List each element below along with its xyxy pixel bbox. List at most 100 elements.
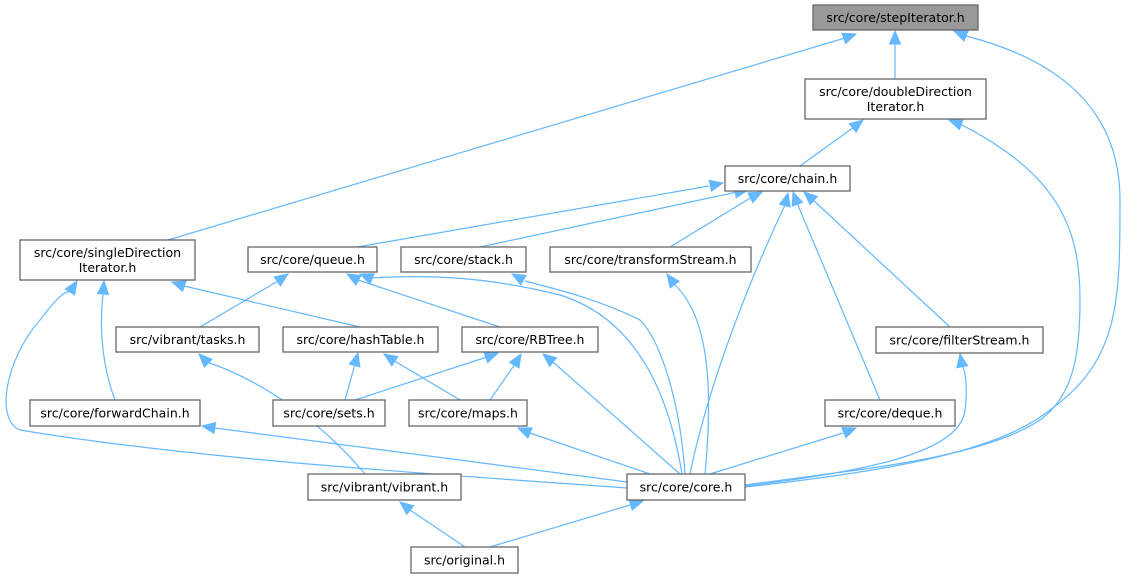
arrowhead-icon [841,32,858,45]
node-box[interactable] [115,326,260,353]
edge-chain-to-doubleDirectionIterator [799,119,865,167]
node-label: src/core/doubleDirection [819,84,972,99]
node-box[interactable] [400,246,527,273]
arrowhead-icon [358,273,375,285]
edge-line [100,293,116,401]
edge-line [799,126,855,167]
edge-sets-to-RBTree [354,351,500,401]
edge-core-to-maps [516,427,651,475]
node-core[interactable]: src/core/core.h [626,473,746,501]
node-label: src/core/sets.h [283,406,374,421]
node-label: Iterator.h [867,99,925,114]
edge-line [529,432,651,475]
edge-tasks-to-queue [199,273,290,328]
edge-line [392,359,461,401]
edge-core-to-stack [510,273,686,475]
node-label: src/core/chain.h [738,171,838,186]
node-maps[interactable]: src/core/maps.h [408,399,528,427]
edge-line [674,284,710,475]
edge-singleDirectionIterator-to-stepIterator [167,32,858,241]
node-stack[interactable]: src/core/stack.h [400,246,527,273]
node-forwardChain[interactable]: src/core/forwardChain.h [29,399,201,427]
edge-core-to-doubleDirectionIterator [744,118,1081,486]
node-box[interactable] [307,473,462,501]
node-label: Iterator.h [79,260,137,275]
node-queue[interactable]: src/core/queue.h [247,246,378,273]
edge-hashTable-to-singleDirectionIterator [170,280,361,328]
edge-line [5,291,628,489]
edge-maps-to-RBTree [489,352,522,401]
arrowhead-icon [510,273,527,286]
edge-core-to-filterStream [744,352,969,487]
node-RBTree[interactable]: src/core/RBTree.h [461,326,599,353]
arrowhead-icon [848,119,865,134]
node-transformStream[interactable]: src/core/transformStream.h [549,246,752,273]
arrowhead-icon [778,191,791,208]
node-label: src/vibrant/vibrant.h [321,480,448,495]
arrowhead-icon [888,29,902,45]
edge-forwardChain-to-singleDirectionIterator [96,279,116,401]
arrowhead-icon [791,190,804,207]
node-sets[interactable]: src/core/sets.h [272,399,386,427]
node-filterStream[interactable]: src/core/filterStream.h [875,326,1044,354]
node-box[interactable] [247,246,378,273]
arrowhead-icon [273,273,290,287]
node-box[interactable] [724,165,851,192]
edge-core-to-stepIterator [744,30,1121,488]
node-box[interactable] [549,246,752,273]
node-box[interactable] [804,78,987,120]
arrowhead-icon [956,352,969,369]
edge-sets-to-hashTable [344,351,361,401]
node-box[interactable] [461,326,599,353]
edge-filterStream-to-chain [803,191,951,328]
edge-line [409,509,466,548]
arrowhead-icon [708,179,725,192]
edge-original-to-core [489,498,645,548]
nodes-layer: src/core/stepIterator.h src/core/doubleDi… [19,4,1044,574]
arrowhead-icon [345,273,362,286]
node-box[interactable] [19,239,196,281]
node-chain[interactable]: src/core/chain.h [724,165,851,192]
edge-core-to-RBTree [541,353,681,475]
node-label: src/core/hashTable.h [297,332,425,347]
node-box[interactable] [408,399,528,427]
edge-core-to-queue [358,273,683,475]
edge-stack-to-chain [479,186,750,248]
edge-line [689,204,786,475]
node-vibrant[interactable]: src/vibrant/vibrant.h [307,473,462,501]
node-tasks[interactable]: src/vibrant/tasks.h [115,326,260,353]
edge-line [709,432,844,475]
edge-line [369,275,683,475]
node-box[interactable] [812,4,979,31]
edge-line [356,185,710,248]
node-stepIterator[interactable]: src/core/stepIterator.h [812,4,979,31]
node-box[interactable] [272,399,386,427]
node-box[interactable] [29,399,201,427]
node-box[interactable] [410,546,519,574]
edge-line [489,363,516,401]
node-box[interactable] [626,473,746,501]
node-box[interactable] [824,399,956,427]
edge-line [479,191,738,248]
node-deque[interactable]: src/core/deque.h [824,399,956,427]
node-box[interactable] [282,326,439,353]
edge-core-to-transformStream [666,272,710,475]
edge-core-to-forwardChain [200,421,628,483]
edge-transformStream-to-chain [669,191,764,248]
arrowhead-icon [952,30,969,42]
node-box[interactable] [875,326,1044,354]
node-label: src/core/queue.h [260,252,365,267]
edge-line [552,361,681,475]
edge-line [796,202,881,401]
edge-line [214,427,628,483]
edge-line [489,504,631,548]
node-original[interactable]: src/original.h [410,546,519,574]
node-hashTable[interactable]: src/core/hashTable.h [282,326,439,353]
node-label: src/core/RBTree.h [476,332,585,347]
arrowhead-icon [747,191,764,204]
node-label: src/core/filterStream.h [890,333,1030,348]
edge-line [344,363,356,401]
